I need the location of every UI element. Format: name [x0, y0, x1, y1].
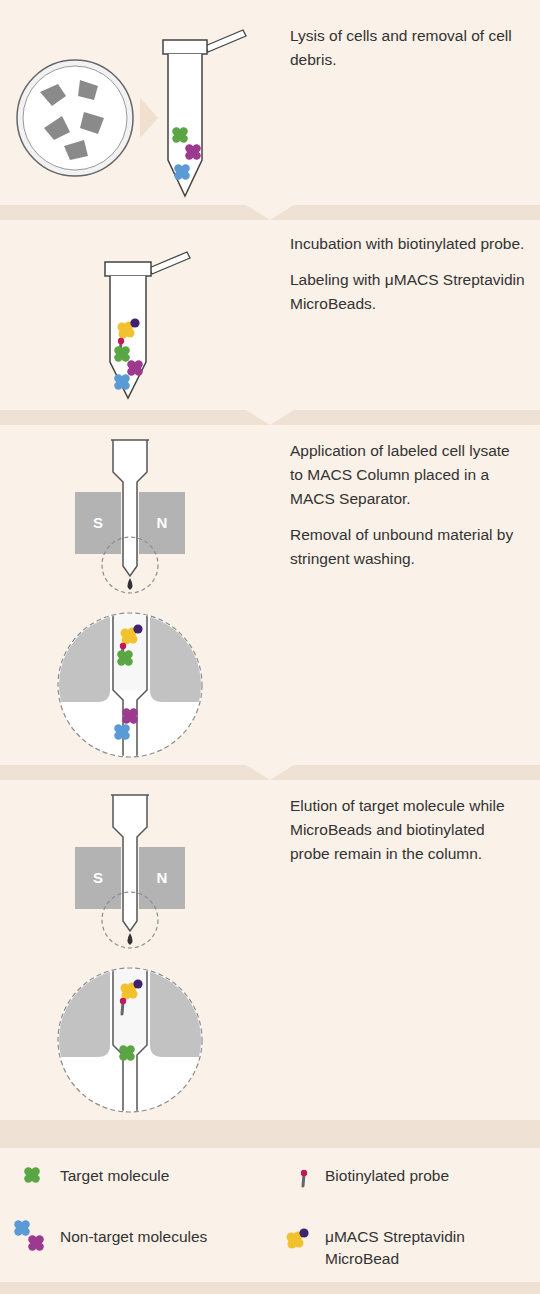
step-text: Elution of target molecule while MicroBe… — [290, 794, 526, 866]
step-band: Incubation with biotinylated probe. Label… — [0, 220, 540, 410]
magnet-pole: S — [93, 869, 103, 887]
step-text: Labeling with μMACS Streptavidin MicroBe… — [290, 268, 526, 316]
step-text: Removal of unbound material by stringent… — [290, 523, 526, 571]
step-chevron — [246, 410, 294, 425]
step-text-column: Incubation with biotinylated probe. Label… — [290, 232, 526, 328]
step-chevron — [246, 765, 294, 780]
step-text-column: Elution of target molecule while MicroBe… — [290, 794, 526, 878]
step-text-column: Lysis of cells and removal of cell debri… — [290, 24, 526, 84]
step-text: Lysis of cells and removal of cell debri… — [290, 24, 526, 72]
magnet-pole: N — [157, 869, 168, 887]
legend-text: μMACS Streptavidin MicroBead — [325, 1226, 510, 1270]
step-band: Application of labeled cell lysate to MA… — [0, 425, 540, 765]
step-text-column: Application of labeled cell lysate to MA… — [290, 439, 526, 583]
legend-text: Non-target molecules — [60, 1226, 260, 1248]
step-band: Elution of target molecule while MicroBe… — [0, 780, 540, 1120]
magnet-pole: N — [157, 514, 168, 532]
legend-text: Target molecule — [60, 1165, 260, 1187]
step-chevron — [246, 205, 294, 220]
legend-text: Biotinylated probe — [325, 1165, 525, 1187]
magnet-pole: S — [93, 514, 103, 532]
step-text: Application of labeled cell lysate to MA… — [290, 439, 526, 511]
step-text: Incubation with biotinylated probe. — [290, 232, 526, 256]
step-band: Lysis of cells and removal of cell debri… — [0, 0, 540, 205]
